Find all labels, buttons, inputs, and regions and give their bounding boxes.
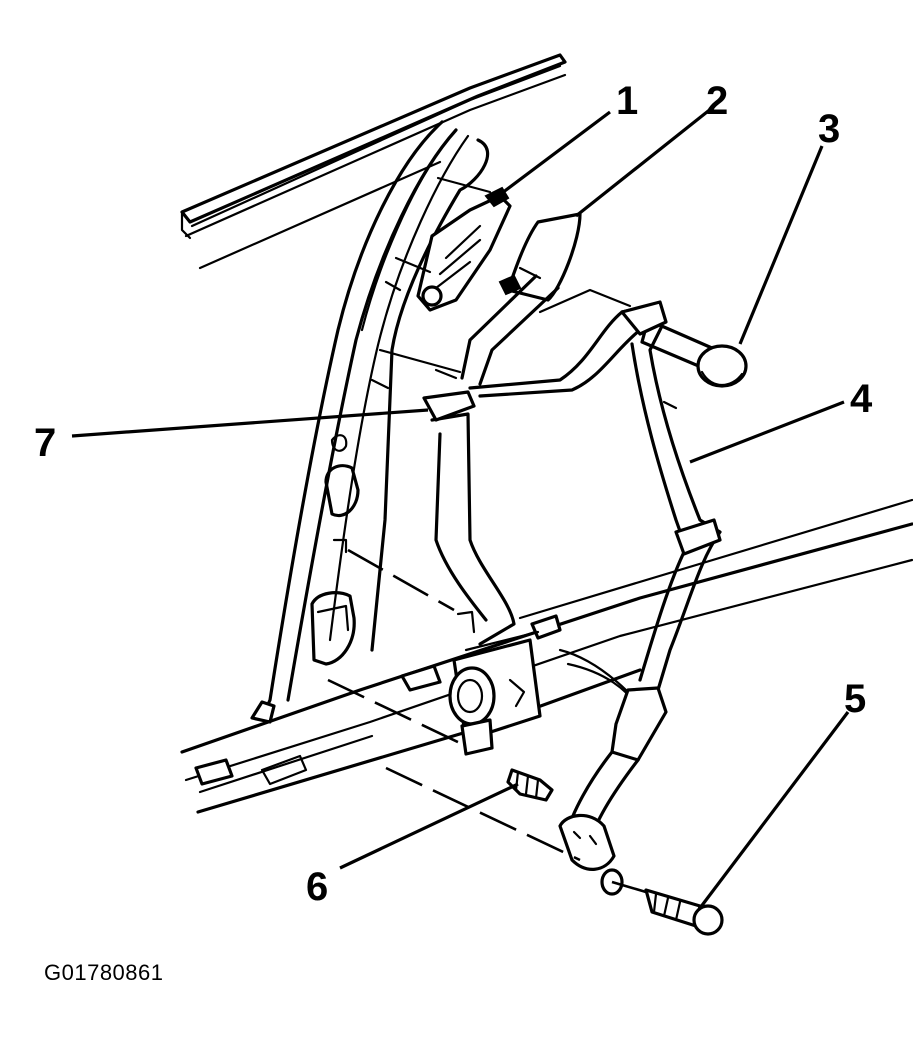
leader-lines (71, 106, 850, 909)
callout-6: 6 (306, 865, 328, 909)
callout-5: 5 (844, 677, 866, 721)
callout-7: 7 (34, 421, 56, 465)
b-pillar (250, 120, 490, 724)
upper-guide-bracket (378, 348, 476, 422)
roof-rail (180, 53, 567, 270)
lower-anchor-bolt (644, 888, 724, 936)
installation-paths (327, 548, 647, 894)
callout-3: 3 (818, 107, 840, 151)
floor-rocker (180, 498, 913, 814)
callout-1: 1 (616, 79, 638, 123)
callout-4: 4 (850, 377, 873, 421)
shoulder-belt-webbing (460, 274, 722, 692)
figure-id: G01780861 (44, 960, 164, 985)
callout-2: 2 (706, 79, 728, 123)
lap-belt (558, 686, 668, 896)
retractor-assembly (430, 412, 542, 756)
pillar-openings (310, 434, 360, 666)
d-ring-adjuster (394, 176, 512, 312)
belt-guide (498, 212, 582, 302)
retractor-bolt (506, 768, 554, 802)
